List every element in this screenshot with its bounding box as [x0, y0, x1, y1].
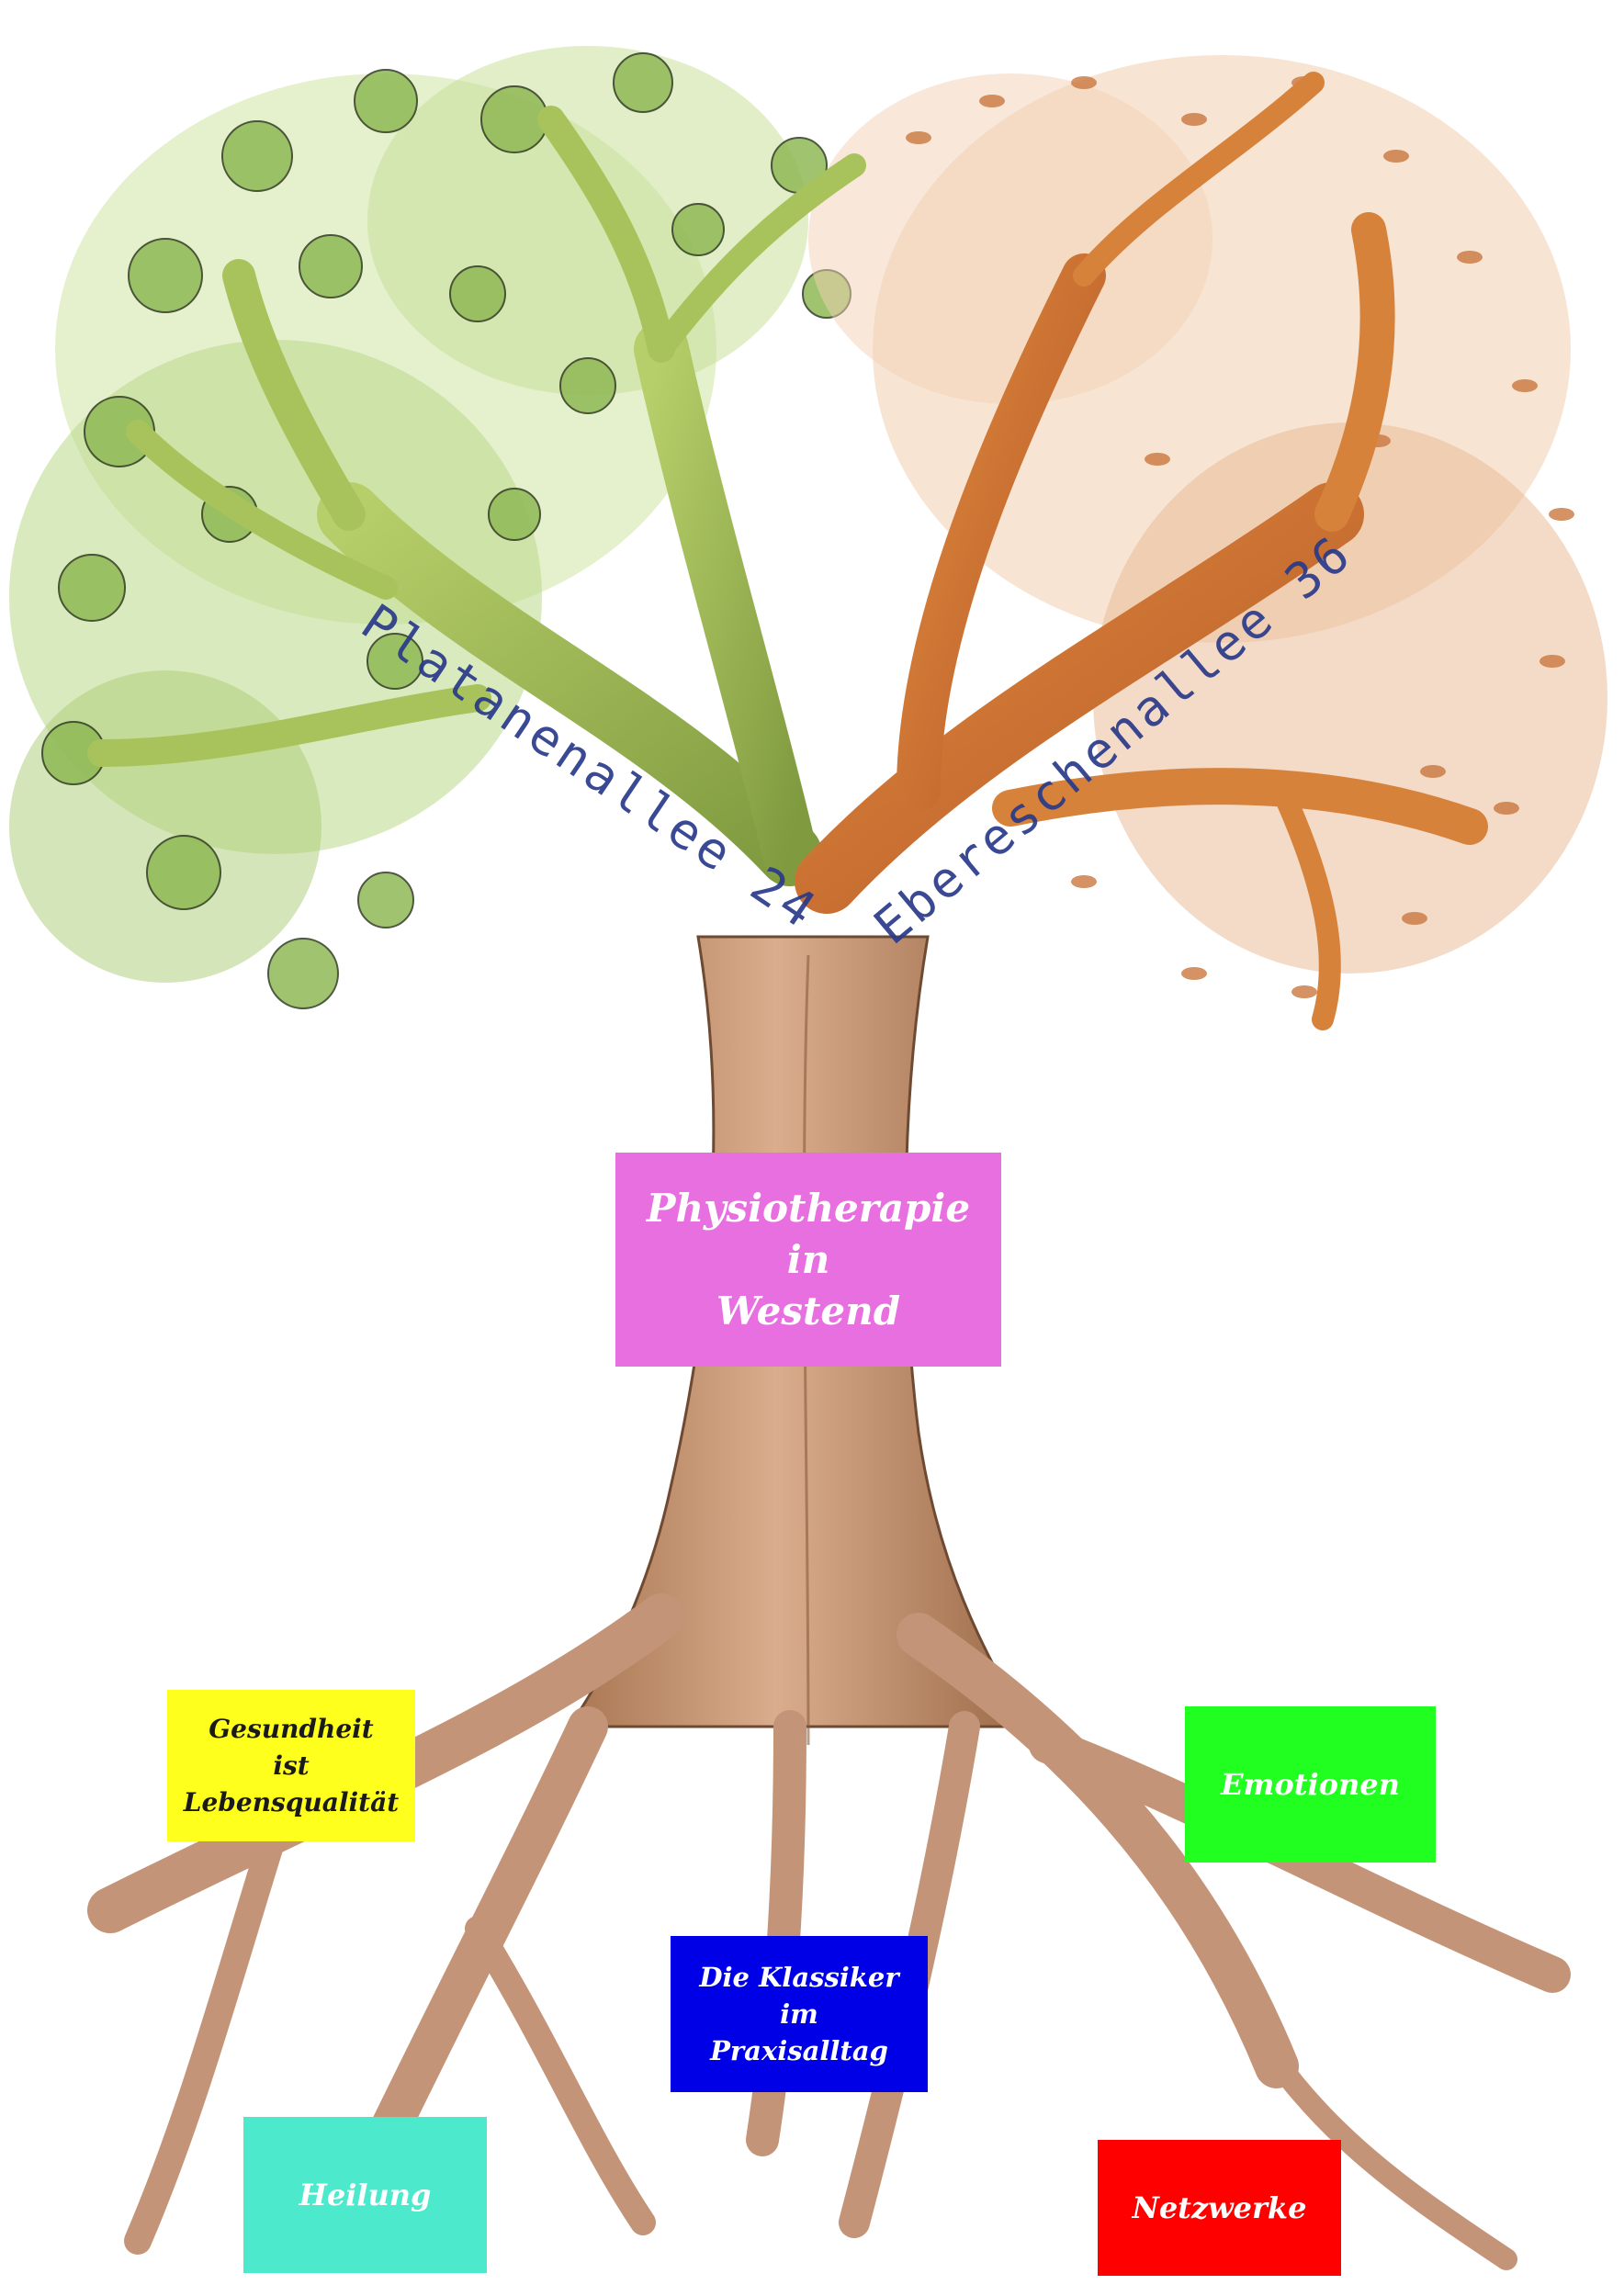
root-box-netzwerke-label: Netzwerke — [1132, 2190, 1307, 2225]
root-box-emotionen[interactable]: Emotionen — [1185, 1706, 1436, 1863]
center-box-label: Physiotherapie in Westend — [646, 1185, 971, 1334]
root-box-netzwerke[interactable]: Netzwerke — [1098, 2140, 1341, 2276]
root-box-heilung-label: Heilung — [299, 2178, 432, 2212]
root-box-emotionen-label: Emotionen — [1221, 1767, 1400, 1802]
root-box-gesundheit[interactable]: Gesundheit ist Lebensqualität — [167, 1690, 415, 1841]
root-box-gesundheit-label: Gesundheit ist Lebensqualität — [183, 1713, 400, 1818]
left-branches — [87, 106, 866, 886]
center-box-physiotherapie[interactable]: Physiotherapie in Westend — [615, 1153, 1001, 1367]
root-box-heilung[interactable]: Heilung — [243, 2117, 487, 2273]
root-box-klassiker-label: Die Klassiker im Praxisalltag — [699, 1962, 899, 2066]
right-branches — [795, 72, 1488, 1030]
root-box-klassiker[interactable]: Die Klassiker im Praxisalltag — [671, 1936, 928, 2092]
